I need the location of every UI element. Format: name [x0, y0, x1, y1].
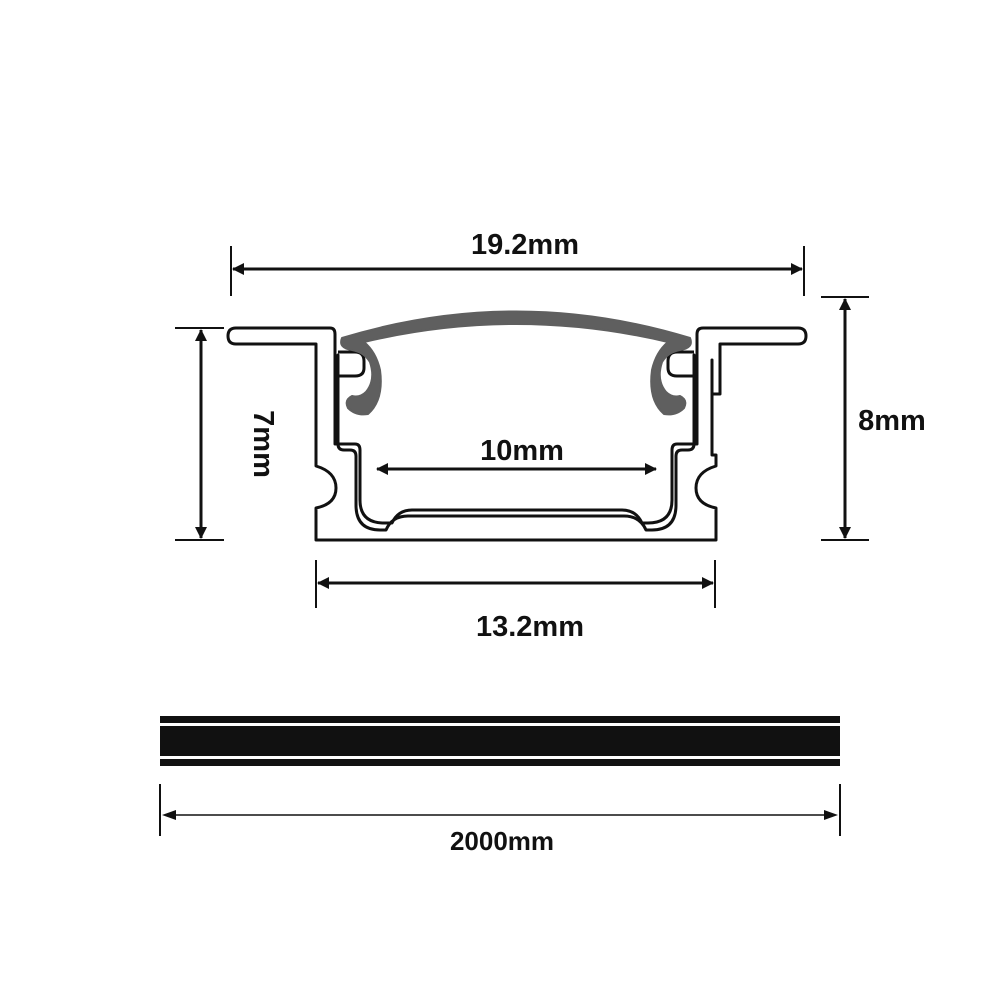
left-clip-hook [338, 350, 366, 378]
dimension-length: 2000mm [159, 784, 841, 856]
right-clip-hook [666, 350, 694, 378]
dimension-right-height: 8mm [821, 296, 926, 541]
profile-cross-section [226, 310, 808, 542]
side-view-bottom-strip [160, 759, 840, 766]
dimension-base-width: 13.2mm [315, 560, 716, 643]
side-view-top-strip [160, 716, 840, 723]
left-height-label: 7mm [247, 410, 279, 478]
inner-channel [336, 353, 696, 532]
diffuser-cover [340, 310, 692, 416]
aluminium-body-outline [226, 326, 808, 542]
length-label: 2000mm [450, 826, 554, 856]
inner-width-label: 10mm [480, 435, 564, 467]
base-width-label: 13.2mm [476, 611, 584, 643]
length-arrow-left [162, 810, 176, 820]
dimension-inner-width: 10mm [376, 435, 657, 475]
right-height-label: 8mm [858, 405, 926, 437]
top-width-label: 19.2mm [471, 229, 579, 261]
length-arrow-right [824, 810, 838, 820]
side-view-middle-strip [160, 726, 840, 756]
dimension-top-width: 19.2mm [230, 229, 805, 296]
profile-side-view [160, 716, 840, 766]
dimension-left-height: 7mm [175, 327, 279, 541]
